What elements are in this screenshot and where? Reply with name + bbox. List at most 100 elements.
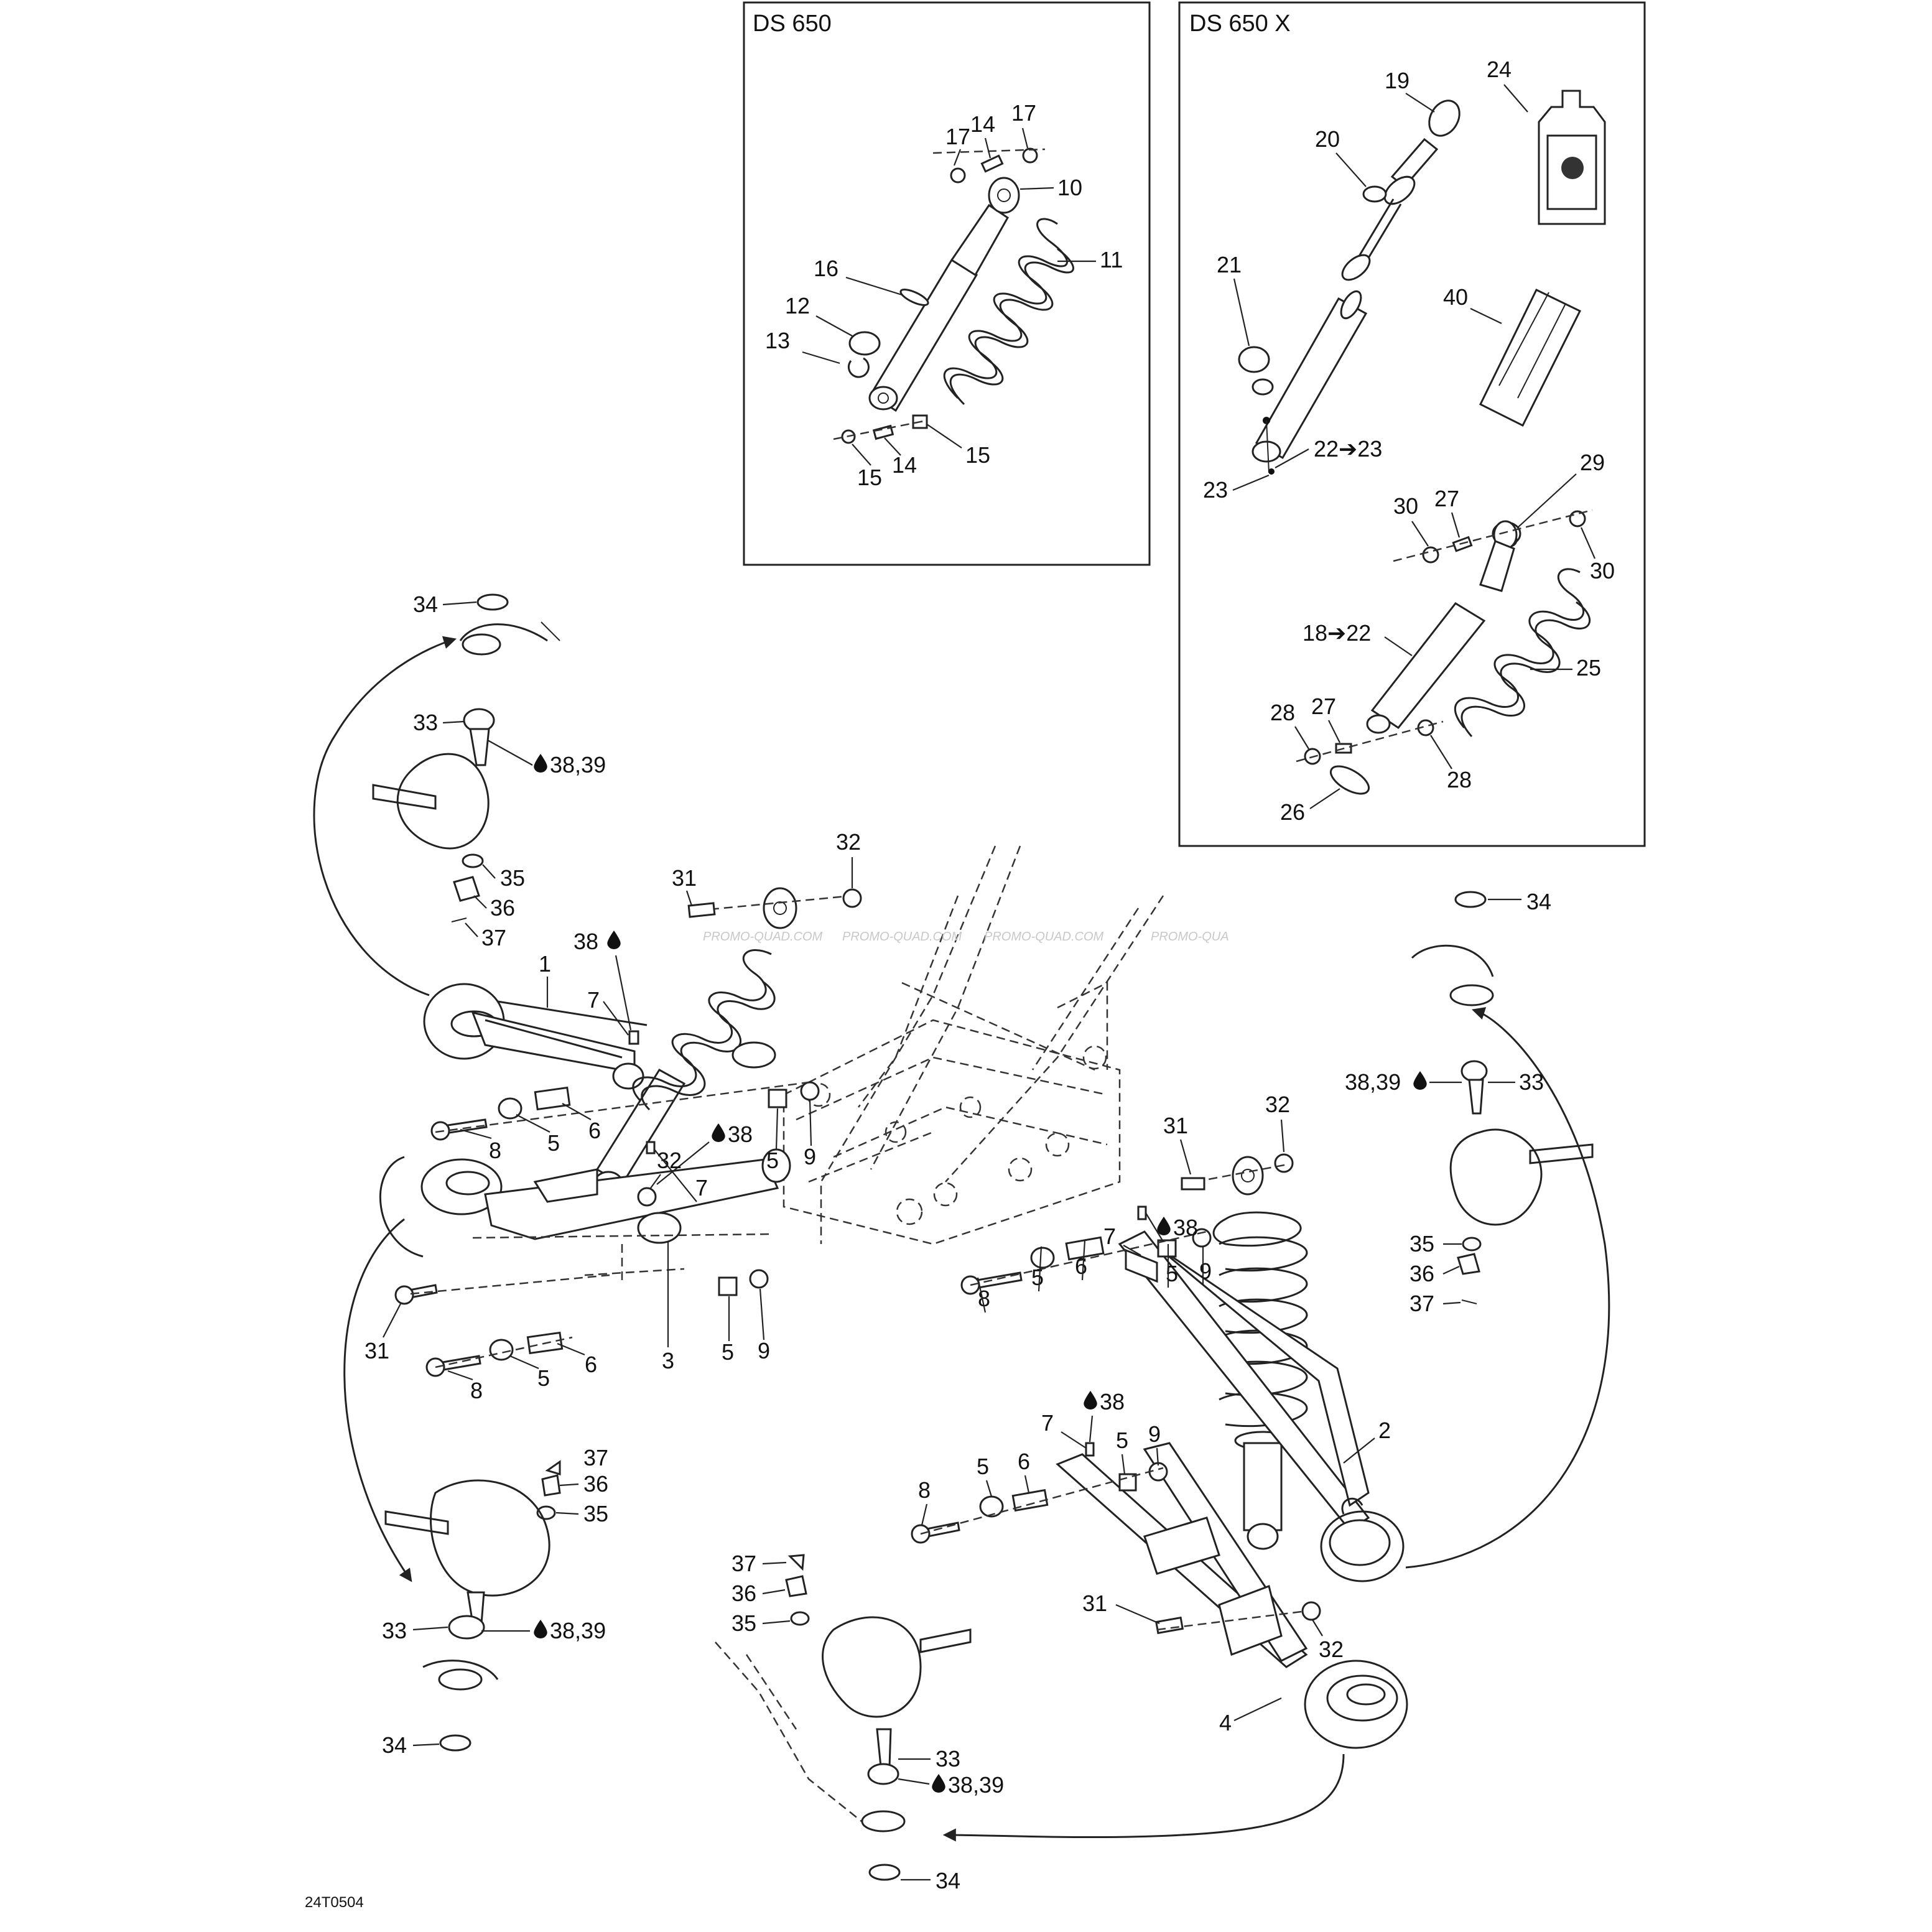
callout-28: 28 [1270, 700, 1295, 725]
nut-32a [842, 888, 862, 908]
callout-15: 15 [857, 465, 882, 490]
arrow-upper-left [313, 636, 457, 996]
spindle-left-lower [384, 1460, 561, 1752]
callout-34: 34 [413, 592, 438, 617]
callout-7: 7 [695, 1175, 708, 1201]
droplet-icon [1084, 1391, 1097, 1410]
upper-a-arm-right [1118, 1230, 1405, 1582]
callout-14: 14 [970, 111, 995, 137]
oring-20 [1362, 185, 1387, 203]
callout-24: 24 [1487, 57, 1512, 82]
inset-title-ds650x: DS 650 X [1189, 11, 1291, 37]
callout-6: 6 [1075, 1253, 1087, 1279]
callout-33: 33 [1519, 1069, 1544, 1095]
reservoir-shock [1252, 100, 1461, 473]
fitting-7b [646, 1141, 656, 1154]
callout-12: 12 [785, 293, 810, 318]
callout-36: 36 [583, 1471, 608, 1497]
callout-10: 10 [1057, 175, 1082, 200]
droplet-icon [534, 754, 547, 773]
callout-38-39: 38,39 [948, 1772, 1004, 1798]
callout-25: 25 [1576, 655, 1601, 680]
arrow-lower-left [343, 1218, 412, 1582]
callout-11: 11 [1100, 247, 1123, 272]
callout-5: 5 [1116, 1428, 1128, 1453]
callout-38: 38 [728, 1122, 753, 1147]
callout-32: 32 [836, 829, 861, 855]
fitting-7a [628, 1030, 639, 1045]
callout-34: 34 [936, 1868, 960, 1893]
callout-14: 14 [892, 452, 917, 478]
nut-26 [1329, 765, 1370, 795]
watermark-1: PROMO-QUAD.COM [703, 930, 823, 944]
callout-9: 9 [804, 1144, 816, 1169]
fasteners-lower-left [394, 1269, 769, 1377]
valve-23 [1268, 468, 1275, 475]
callout-35: 35 [500, 865, 525, 891]
droplet-icon [1157, 1217, 1171, 1235]
seal-21 [1238, 346, 1270, 373]
bolt-31b [1181, 1177, 1205, 1191]
sleeve-14a [980, 154, 1004, 173]
callout-3: 3 [662, 1348, 674, 1373]
callout-7: 7 [587, 987, 600, 1013]
inset-ds650x: DS 650 X [1178, 1, 1646, 847]
bolt-31c [1155, 1616, 1184, 1635]
callout-5: 5 [547, 1130, 560, 1156]
callout-9: 9 [1148, 1421, 1161, 1447]
callout-34: 34 [1526, 889, 1551, 914]
washer-30b [1569, 510, 1586, 527]
callout-31: 31 [365, 1338, 389, 1363]
washer-17b [1022, 147, 1038, 164]
bolt-31a [687, 902, 716, 918]
circlip-34b [439, 1734, 471, 1752]
callout-32: 32 [657, 1148, 682, 1173]
fasteners-lower-right [911, 1462, 1168, 1544]
spindle-left-upper [372, 593, 560, 922]
callout-9: 9 [1199, 1258, 1212, 1284]
callout-21: 21 [1217, 252, 1242, 277]
callout-38-39: 38,39 [1345, 1069, 1401, 1095]
callout-37: 37 [583, 1445, 608, 1470]
watermark-2: PROMO-QUAD.COM [842, 930, 962, 944]
callout-18-to-22: 18➔22 [1303, 620, 1371, 646]
callout-20: 20 [1315, 126, 1340, 152]
callout-38: 38 [1100, 1389, 1125, 1414]
callout-31: 31 [1163, 1113, 1188, 1138]
callout-8: 8 [489, 1138, 501, 1163]
shock-ds650x [1296, 509, 1593, 795]
callout-38: 38 [574, 929, 598, 954]
callout-38-39: 38,39 [550, 752, 606, 778]
callout-38-39: 38,39 [550, 1618, 606, 1643]
washer-17a [950, 167, 966, 183]
callout-31: 31 [672, 865, 697, 891]
arrow-lower-right [942, 1753, 1345, 1842]
callout-5: 5 [766, 1148, 779, 1173]
callout-26: 26 [1280, 799, 1305, 825]
callout-8: 8 [918, 1477, 931, 1503]
drawing-code: 24T0504 [305, 1894, 364, 1911]
spring-ds650 [943, 218, 1074, 406]
spring-ds650x [1454, 568, 1591, 738]
callout-33: 33 [413, 710, 438, 735]
callout-17: 17 [1011, 100, 1036, 126]
callout-6: 6 [1018, 1449, 1030, 1474]
callout-30: 30 [1393, 493, 1418, 519]
callout-5: 5 [977, 1454, 989, 1479]
fasteners-upper-left [430, 1081, 820, 1141]
sleeve-14b [872, 424, 894, 440]
callout-2: 2 [1378, 1418, 1391, 1443]
callout-35: 35 [583, 1501, 608, 1526]
callout-27: 27 [1434, 486, 1459, 511]
watermark-row: PROMO-QUAD.COM PROMO-QUAD.COM PROMO-QUAD… [703, 930, 1229, 944]
callout-16: 16 [814, 256, 838, 281]
callout-8: 8 [470, 1378, 483, 1403]
callout-31: 31 [1082, 1591, 1107, 1616]
callout-4: 4 [1219, 1710, 1232, 1735]
lower-a-arm-right [1056, 1442, 1408, 1749]
callout-1: 1 [539, 951, 551, 977]
main-callouts: 34 33 38,39 35 36 37 1 31 32 38 7 8 5 6 … [365, 592, 1551, 1893]
inset-title-ds650: DS 650 [753, 11, 832, 37]
callout-22-to-23: 22➔23 [1314, 436, 1382, 462]
